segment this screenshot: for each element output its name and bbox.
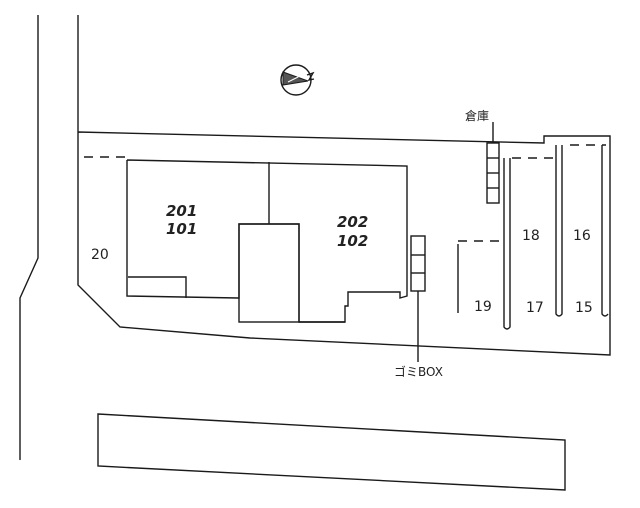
road-edge-outer (19, 15, 39, 460)
trash-label: ゴミBOX (394, 364, 443, 379)
site-boundary (77, 131, 611, 356)
road-edges (19, 15, 79, 460)
unit-201-label: 201 (166, 202, 197, 220)
trash-box (410, 235, 426, 292)
parking-space-16: 16 (573, 228, 591, 244)
building-step-left (128, 276, 187, 298)
lower-strip (97, 413, 566, 491)
parking-space-15: 15 (575, 300, 593, 316)
parking-dividers (457, 145, 609, 330)
unit-101-label: 101 (166, 220, 197, 238)
parking-space-19: 19 (474, 299, 492, 315)
unit-202-label: 202 (337, 213, 368, 231)
parking-space-17: 17 (526, 300, 544, 316)
building (126, 159, 408, 323)
unit-102-label: 102 (337, 232, 368, 250)
north-arrow-icon (280, 64, 315, 96)
stair-core (238, 223, 300, 323)
parking-space-18: 18 (522, 228, 540, 244)
dashed-lines (84, 144, 606, 242)
parking-space-20: 20 (91, 247, 109, 263)
storage-label: 倉庫 (465, 108, 489, 123)
storage-shed (486, 142, 500, 204)
